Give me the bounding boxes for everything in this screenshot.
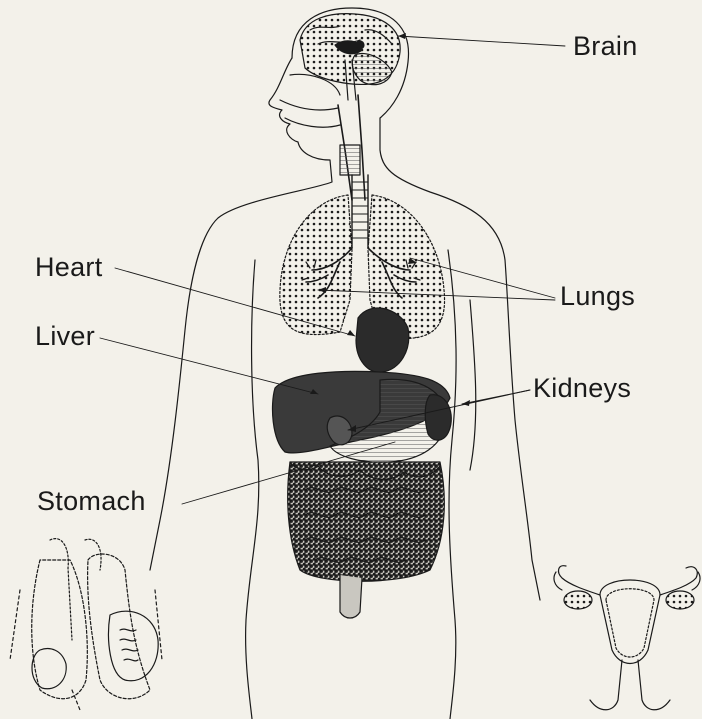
brain-label: Brain bbox=[573, 33, 638, 60]
intestines bbox=[288, 462, 445, 618]
brain-leader bbox=[398, 36, 565, 46]
brain-organ bbox=[300, 14, 400, 100]
liver-label: Liver bbox=[35, 323, 95, 350]
heart-label: Heart bbox=[35, 254, 103, 281]
female-reproductive-illustration bbox=[554, 566, 700, 710]
lungs-label: Lungs bbox=[560, 283, 635, 310]
male-reproductive-illustration bbox=[10, 539, 162, 710]
liver-leader bbox=[100, 338, 318, 394]
heart-organ bbox=[356, 308, 409, 372]
kidneys-label: Kidneys bbox=[533, 375, 631, 402]
stomach-label: Stomach bbox=[37, 488, 146, 515]
trachea bbox=[352, 175, 368, 248]
